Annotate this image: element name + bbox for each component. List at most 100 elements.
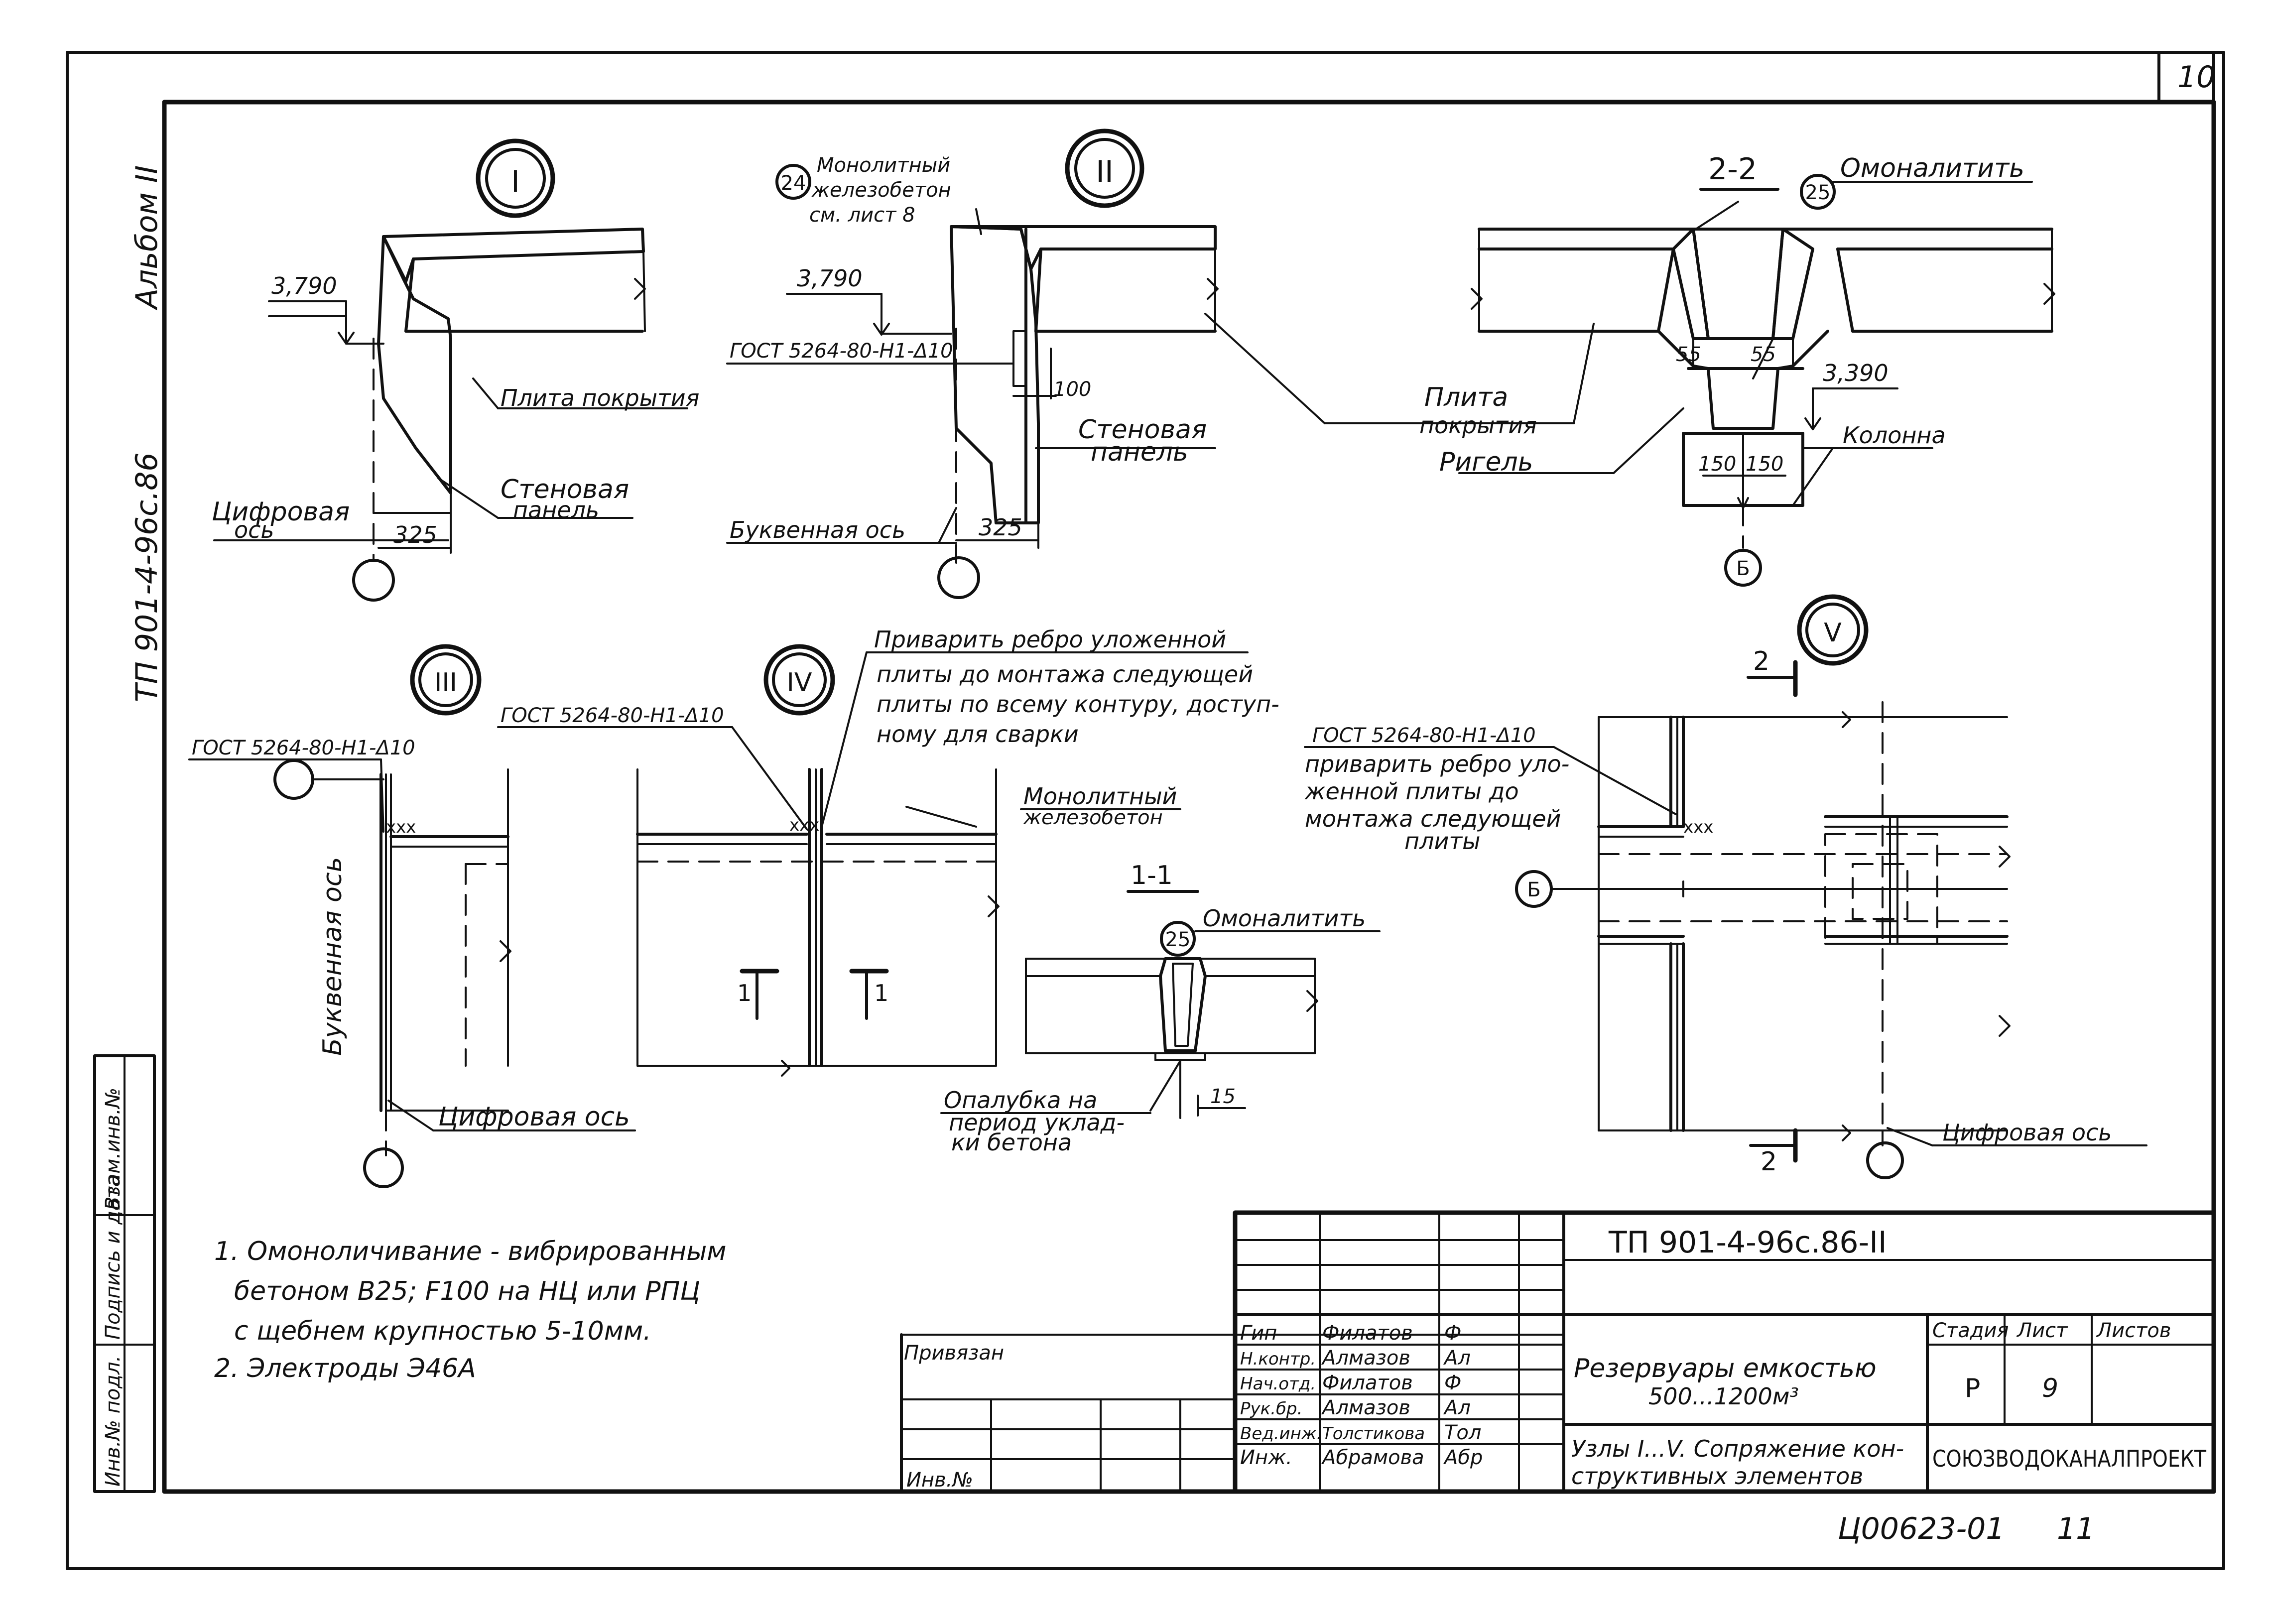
person-name-4: Толстикова bbox=[1322, 1424, 1425, 1444]
node-2-axis-label: Буквенная ось bbox=[730, 516, 905, 543]
person-role-1: Н.контр. bbox=[1240, 1349, 1316, 1369]
person-name-1: Алмазов bbox=[1321, 1347, 1410, 1370]
node-2-callout bbox=[775, 164, 811, 200]
node-5-axis-digit: Цифровая ось bbox=[1942, 1119, 2112, 1146]
strip-inv-orig: Инв.№ подл. bbox=[102, 1356, 125, 1487]
node-2-callout-3: см. лист 8 bbox=[809, 204, 915, 227]
section-22-axis: Б bbox=[1736, 557, 1750, 580]
note-line-1: 1. Омоноличивание - вибрированным bbox=[214, 1237, 727, 1266]
section-22-slab-2: покрытия bbox=[1419, 412, 1537, 439]
node-3-axis-digit: Цифровая ось bbox=[438, 1102, 630, 1132]
sheet-label: Лист bbox=[2016, 1319, 2068, 1342]
node-5-marker-label: V bbox=[1824, 618, 1842, 648]
node-1-marker bbox=[476, 138, 555, 218]
node-2-marker bbox=[1065, 128, 1144, 208]
person-sign-4: Тол bbox=[1444, 1421, 1481, 1444]
archive-code: Ц00623-01 bbox=[1838, 1511, 2005, 1546]
node-5-note-2: женной плиты до bbox=[1304, 778, 1519, 805]
node-2-elevation: 3,790 bbox=[797, 265, 863, 292]
section-22-dim-55-left: 55 bbox=[1676, 343, 1701, 366]
section-22-monolith: Омоналитить bbox=[1840, 153, 2024, 183]
person-sign-5: Абр bbox=[1443, 1446, 1483, 1469]
person-role-5: Инж. bbox=[1240, 1446, 1292, 1469]
node-1-panel-label-1: Стеновая bbox=[501, 475, 629, 504]
person-sign-1: Ал bbox=[1443, 1347, 1471, 1370]
node-5-axis: Б bbox=[1527, 878, 1540, 901]
node-5-cut-top: 2 bbox=[1753, 646, 1769, 676]
node-4-note-4: ному для сварки bbox=[877, 721, 1079, 748]
section-22-dim-55-right: 55 bbox=[1751, 343, 1776, 366]
node-4-note-1: Приварить ребро уложенной bbox=[874, 626, 1226, 653]
node-2-dim-100: 100 bbox=[1053, 378, 1091, 401]
person-sign-3: Ал bbox=[1443, 1396, 1471, 1419]
title-code: ТП 901-4-96с.86-II bbox=[1608, 1225, 1887, 1260]
section-22-slab-1: Плита bbox=[1424, 382, 1508, 412]
node-5-drawing bbox=[1515, 701, 2147, 1179]
node-3-marker-label: III bbox=[434, 668, 457, 698]
node-1-axis-label-1: Цифровая bbox=[212, 497, 350, 527]
sheets-label: Листов bbox=[2096, 1319, 2171, 1342]
node-2-panel-label-1: Стеновая bbox=[1078, 415, 1207, 445]
person-name-0: Филатов bbox=[1322, 1322, 1413, 1345]
section-22-title: 2-2 bbox=[1708, 152, 1757, 187]
node-3-weld-mark: xxx bbox=[386, 817, 416, 837]
section-22-beam: Ригель bbox=[1439, 447, 1533, 477]
node-4-drawing bbox=[497, 651, 1000, 1077]
node-1-section bbox=[213, 228, 688, 602]
organization: СОЮЗВОДОКАНАЛПРОЕКТ bbox=[1932, 1445, 2207, 1472]
node-2-callout-num: 24 bbox=[781, 172, 806, 195]
sheet-title-2: структивных элементов bbox=[1571, 1463, 1863, 1490]
node-4-weld-spec: ГОСТ 5264-80-Н1-Δ10 bbox=[501, 704, 724, 727]
node-4-marker bbox=[763, 644, 835, 716]
side-code: ТП 901-4-96с.86 bbox=[129, 452, 164, 702]
project-title-2: 500...1200м³ bbox=[1648, 1383, 1799, 1410]
node-4-marker-label: IV bbox=[787, 668, 812, 698]
project-title-1: Резервуары емкостью bbox=[1574, 1354, 1877, 1383]
node-2-callout-2: железобетон bbox=[811, 179, 951, 202]
album-label: Альбом II bbox=[129, 165, 164, 311]
section-11-formwork-1: Опалубка на bbox=[944, 1087, 1097, 1114]
node-4-mono-1: Монолитный bbox=[1023, 783, 1177, 810]
node-1-marker-label: I bbox=[511, 164, 520, 199]
left-strip bbox=[93, 1054, 156, 1493]
node-4-note-2: плиты до монтажа следующей bbox=[877, 661, 1253, 688]
node-5-weld-spec: ГОСТ 5264-80-Н1-Δ10 bbox=[1312, 724, 1536, 747]
section-22-elevation: 3,390 bbox=[1823, 360, 1889, 386]
stage-label: Стадия bbox=[1932, 1319, 2009, 1342]
node-4-mono-2: железобетон bbox=[1023, 806, 1163, 829]
stage-value: Р bbox=[1965, 1374, 1980, 1403]
section-22-dim-150-a: 150 bbox=[1698, 453, 1736, 476]
inv-label: Инв.№ bbox=[906, 1469, 973, 1492]
person-role-4: Вед.инж. bbox=[1240, 1424, 1322, 1444]
section-11-monolith: Омоналитить bbox=[1203, 905, 1366, 932]
section-22-drawing bbox=[1204, 201, 2055, 587]
person-name-5: Абрамова bbox=[1321, 1446, 1424, 1469]
section-11-formwork-3: ки бетона bbox=[951, 1129, 1072, 1156]
node-1-axis-label-2: ось bbox=[234, 516, 274, 543]
node-4-cut-right: 1 bbox=[874, 980, 888, 1006]
node-2-dim: 325 bbox=[979, 514, 1022, 541]
section-22-callout-num: 25 bbox=[1805, 181, 1831, 204]
node-1-elevation: 3,790 bbox=[271, 272, 337, 299]
node-3-axis-letter: Буквенная ось bbox=[318, 857, 348, 1056]
archive-sheet: 11 bbox=[2057, 1511, 2095, 1546]
node-5-note-3: монтажа следующей bbox=[1305, 805, 1561, 832]
title-block-frame bbox=[900, 1210, 2216, 1494]
sheet-number: 9 bbox=[2042, 1374, 2058, 1403]
person-sign-2: Ф bbox=[1444, 1372, 1461, 1394]
page-number: 10 bbox=[2177, 60, 2215, 95]
node-1-slab-label: Плита покрытия bbox=[501, 384, 699, 411]
section-11-formwork-2: период уклад- bbox=[949, 1109, 1125, 1136]
node-1-dim: 325 bbox=[393, 521, 437, 548]
node-2-weld-spec: ГОСТ 5264-80-Н1-Δ10 bbox=[730, 340, 953, 363]
node-3-drawing bbox=[188, 758, 636, 1188]
node-5-marker bbox=[1797, 594, 1869, 666]
note-line-3: с щебнем крупностью 5-10мм. bbox=[234, 1316, 651, 1346]
section-22-column: Колонна bbox=[1843, 422, 1946, 449]
node-2-panel-label-2: панель bbox=[1091, 437, 1188, 467]
node-3-weld-spec: ГОСТ 5264-80-Н1-Δ10 bbox=[192, 737, 415, 759]
node-4-note-3: плиты по всему контуру, доступ- bbox=[877, 691, 1279, 718]
bind-label: Привязан bbox=[904, 1342, 1004, 1365]
person-name-3: Алмазов bbox=[1321, 1396, 1410, 1419]
